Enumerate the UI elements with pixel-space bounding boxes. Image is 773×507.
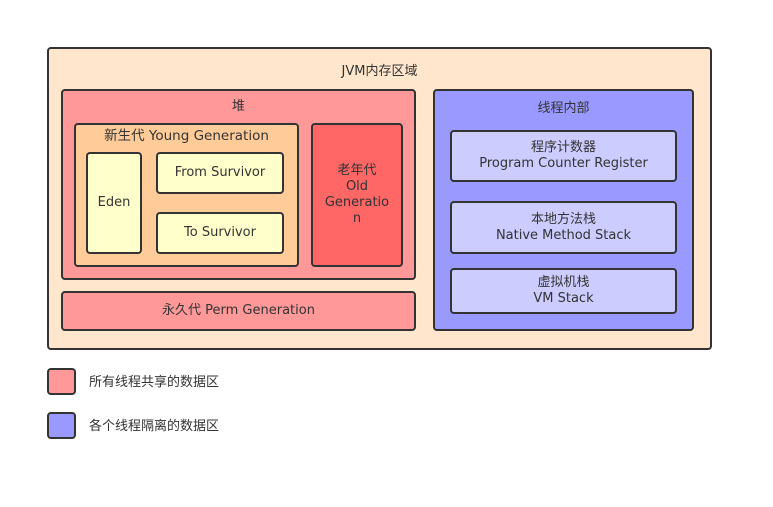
perm-generation-region: 永久代 Perm Generation [61,291,416,331]
legend-swatch-isolated [47,412,76,439]
program-counter-label-en: Program Counter Register [479,156,648,171]
native-method-stack-label-cn: 本地方法栈 [530,211,596,227]
vm-stack-label-en: VM Stack [533,291,594,306]
eden-space: Eden [86,152,142,254]
from-survivor-space: From Survivor [156,152,284,194]
legend-label-shared: 所有线程共享的数据区 [89,375,220,390]
native-method-stack: 本地方法栈 Native Method Stack [450,201,677,254]
vm-stack-label-cn: 虚拟机栈 [537,275,590,290]
young-generation-title: 新生代 Young Generation [104,128,269,144]
program-counter-register: 程序计数器 Program Counter Register [450,130,677,182]
legend-swatch-shared [47,368,76,395]
old-generation-label-en-1: Old [345,179,369,194]
jvm-region-title: JVM内存区域 [341,64,418,79]
old-generation-label-en-2: Generatio [324,195,390,210]
old-generation-region: 老年代 Old Generatio n [311,123,403,267]
program-counter-label-cn: 程序计数器 [530,140,596,155]
to-survivor-space: To Survivor [156,212,284,254]
legend-label-isolated: 各个线程隔离的数据区 [89,419,220,434]
native-method-stack-label-en: Native Method Stack [495,227,632,243]
to-survivor-label: To Survivor [184,225,256,240]
heap-title: 堆 [231,99,245,114]
vm-stack: 虚拟机栈 VM Stack [450,268,677,314]
old-generation-label-en-3: n [352,211,362,226]
eden-label: Eden [97,195,131,210]
old-generation-label-cn: 老年代 [337,163,377,178]
thread-private-title: 线程内部 [537,101,590,116]
perm-generation-label: 永久代 Perm Generation [162,303,315,318]
from-survivor-label: From Survivor [174,165,266,180]
